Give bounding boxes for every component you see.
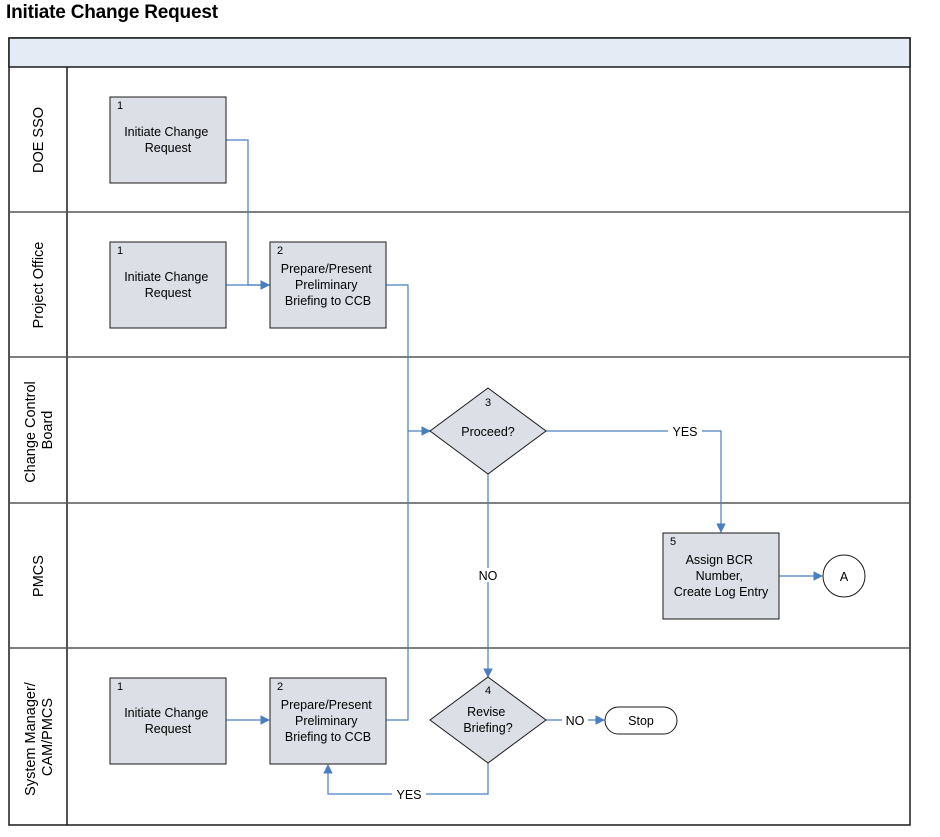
- node-number: 2: [277, 681, 283, 693]
- node-doe-initiate-change-request[interactable]: 1 Initiate Change Request: [109, 96, 227, 184]
- node-po-prepare-present-briefing[interactable]: 2 Prepare/Present Preliminary Briefing t…: [269, 241, 387, 329]
- pool-header: [8, 37, 911, 68]
- node-number: 1: [117, 245, 123, 257]
- node-label: Revise Briefing?: [463, 705, 512, 735]
- edge-sm-prepare-to-proceed: [386, 431, 409, 721]
- node-po-initiate-change-request[interactable]: 1 Initiate Change Request: [109, 241, 227, 329]
- edge-proceed-yes: [546, 430, 726, 533]
- edge-label-proceed-no: NO: [479, 569, 498, 583]
- node-label: Prepare/Present Preliminary Briefing to …: [281, 262, 376, 308]
- connector-a[interactable]: A: [822, 554, 866, 598]
- terminator-stop[interactable]: Stop: [604, 706, 678, 735]
- edge-label-revise-yes: YES: [396, 788, 421, 802]
- edge-po-prepare-to-proceed: [386, 284, 431, 436]
- node-label: Initiate Change Request: [124, 125, 212, 155]
- node-label: Assign BCR Number, Create Log Entry: [674, 553, 769, 599]
- node-number: 2: [277, 245, 283, 257]
- lane-label-doe-sso: DOE SSO: [31, 107, 47, 173]
- edge-label-revise-no: NO: [566, 714, 585, 728]
- node-number: 4: [485, 685, 491, 697]
- page-title: Initiate Change Request: [6, 2, 218, 23]
- node-proceed-decision[interactable]: 3 Proceed?: [429, 387, 547, 475]
- node-sm-initiate-change-request[interactable]: 1 Initiate Change Request: [109, 677, 227, 765]
- lane-label-pmcs: PMCS: [31, 555, 47, 597]
- label-bg-revise-no: [562, 713, 588, 727]
- node-number: 1: [117, 681, 123, 693]
- lane-label-system-manager: System Manager/ CAM/PMCS: [23, 678, 56, 796]
- terminator-label: Stop: [628, 714, 654, 728]
- edge-label-proceed-yes: YES: [672, 425, 697, 439]
- label-bg-proceed-no: [474, 568, 502, 582]
- label-bg-proceed-yes: [668, 424, 702, 438]
- node-label: Initiate Change Request: [124, 706, 212, 736]
- label-bg-revise-yes: [392, 787, 426, 801]
- node-revise-briefing-decision[interactable]: 4 Revise Briefing?: [429, 676, 547, 764]
- connector-label: A: [840, 570, 849, 584]
- node-number: 1: [117, 100, 123, 112]
- node-sm-prepare-present-briefing[interactable]: 2 Prepare/Present Preliminary Briefing t…: [269, 677, 387, 765]
- node-label: Initiate Change Request: [124, 270, 212, 300]
- node-label: Prepare/Present Preliminary Briefing to …: [281, 698, 376, 744]
- node-assign-bcr-number[interactable]: 5 Assign BCR Number, Create Log Entry: [662, 532, 780, 620]
- node-number: 5: [670, 536, 676, 548]
- lane-label-project-office: Project Office: [31, 242, 47, 329]
- lane-label-change-control-board: Change Control Board: [23, 377, 56, 483]
- node-label: Proceed?: [461, 425, 515, 439]
- node-number: 3: [485, 397, 491, 409]
